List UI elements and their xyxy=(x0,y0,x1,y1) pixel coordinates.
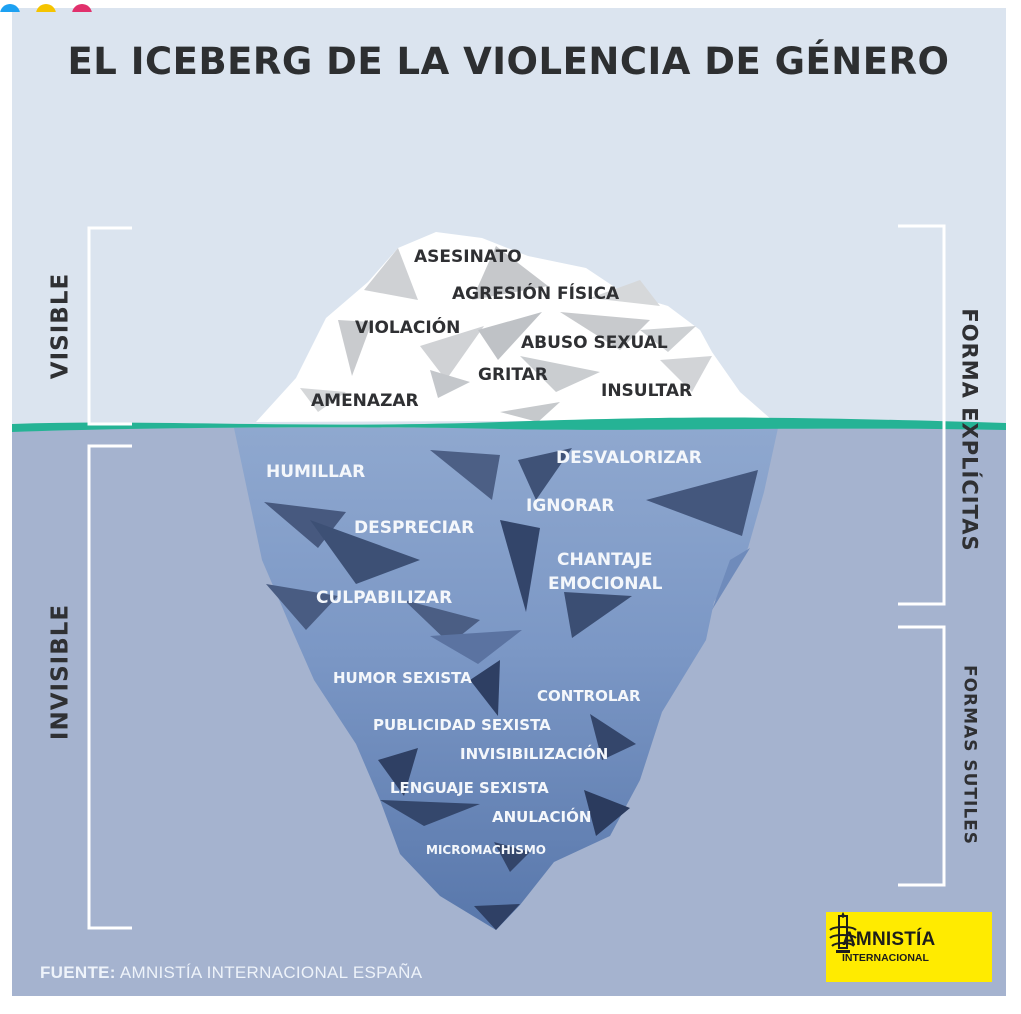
label-gritar: GRITAR xyxy=(478,365,548,385)
label-invisible: INVISIBLE xyxy=(47,603,74,741)
label-agresion-fisica: AGRESIÓN FÍSICA xyxy=(452,284,620,304)
label-emocional: EMOCIONAL xyxy=(548,574,663,594)
label-ignorar: IGNORAR xyxy=(526,496,615,516)
label-micromachismo: MICROMACHISMO xyxy=(426,843,546,857)
source-credit: FUENTE: AMNISTÍA INTERNACIONAL ESPAÑA xyxy=(40,963,422,983)
label-invisibilizacion: INVISIBILIZACIÓN xyxy=(460,745,609,763)
logo-line-2: INTERNACIONAL xyxy=(842,952,929,964)
label-formas-explicitas: FORMA EXPLÍCITAS xyxy=(957,308,982,552)
share-icons-row xyxy=(0,4,92,12)
candle-icon xyxy=(829,912,857,953)
side-brackets xyxy=(87,224,946,930)
iceberg-tip xyxy=(256,232,772,422)
amnesty-logo: AMNISTÍA INTERNACIONAL xyxy=(826,912,992,982)
label-publicidad-sexista: PUBLICIDAD SEXISTA xyxy=(373,716,551,734)
label-desvalorizar: DESVALORIZAR xyxy=(556,448,702,468)
label-anulacion: ANULACIÓN xyxy=(492,808,592,826)
label-humor-sexista: HUMOR SEXISTA xyxy=(333,669,472,687)
share-pink-icon xyxy=(72,4,92,12)
label-despreciar: DESPRECIAR xyxy=(354,518,475,538)
label-chantaje: CHANTAJE xyxy=(557,550,653,570)
label-asesinato: ASESINATO xyxy=(414,247,522,267)
label-lenguaje-sexista: LENGUAJE SEXISTA xyxy=(390,779,549,797)
iceberg-underwater xyxy=(234,428,778,930)
share-yellow-icon xyxy=(36,4,56,12)
label-amenazar: AMENAZAR xyxy=(311,391,419,411)
page-title: EL ICEBERG DE LA VIOLENCIA DE GÉNERO xyxy=(67,40,950,83)
source-prefix: FUENTE: xyxy=(40,963,116,982)
label-insultar: INSULTAR xyxy=(601,381,693,401)
label-humillar: HUMILLAR xyxy=(266,462,366,482)
logo-line-1: AMNISTÍA xyxy=(842,929,936,950)
label-controlar: CONTROLAR xyxy=(537,687,641,705)
label-formas-sutiles: FORMAS SUTILES xyxy=(959,664,980,846)
label-abuso-sexual: ABUSO SEXUAL xyxy=(521,333,668,353)
waterline xyxy=(12,417,1006,432)
label-violacion: VIOLACIÓN xyxy=(355,318,461,338)
share-blue-icon xyxy=(0,4,20,12)
label-visible: VISIBLE xyxy=(47,272,74,380)
source-text: AMNISTÍA INTERNACIONAL ESPAÑA xyxy=(115,963,423,982)
label-culpabilizar: CULPABILIZAR xyxy=(316,588,453,608)
